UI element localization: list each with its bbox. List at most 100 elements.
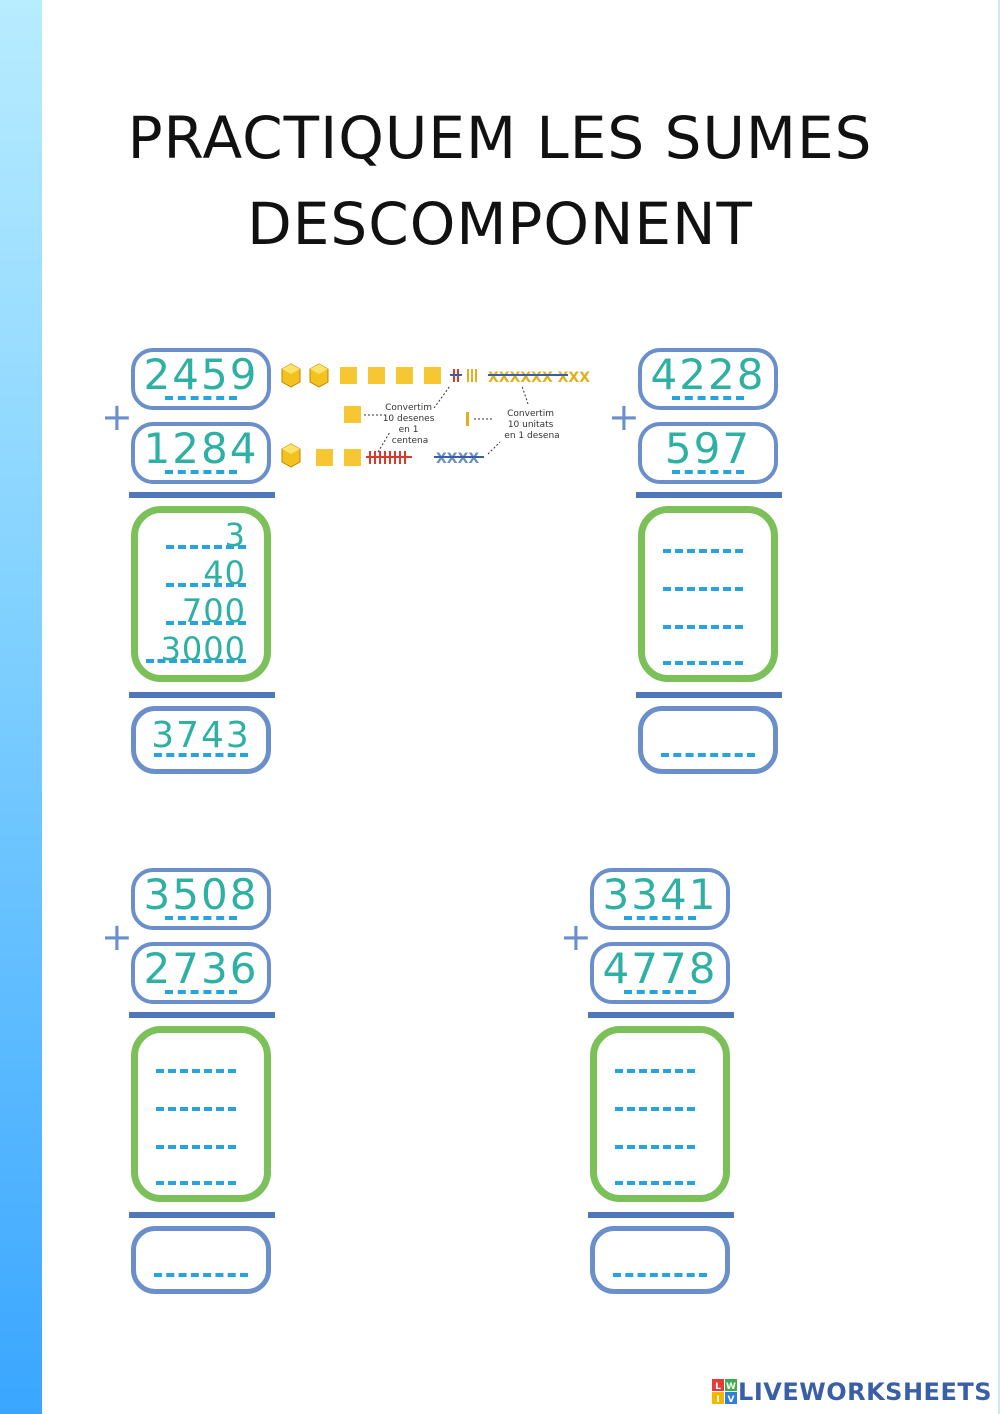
page-title-line2: DESCOMPONENT [247, 190, 753, 258]
answer-dashes [154, 753, 248, 757]
partial-row-tens[interactable] [615, 1085, 695, 1115]
rods-icon [366, 451, 412, 464]
addend-bottom-box: 2736 [131, 942, 271, 1004]
partials-box: 3 40 700 3000 [131, 506, 271, 682]
base-ten-illustration: XXXXXX XXX Convertim 10 desenes en 1 cen… [281, 363, 590, 468]
logo-blocks-icon: L W I V [712, 1379, 738, 1405]
flat-icon [424, 367, 441, 384]
answer-dashes [154, 1273, 248, 1277]
arrow-line [521, 385, 529, 405]
svg-text:I: I [716, 1395, 719, 1405]
addend-bottom-box: 1284 [131, 422, 271, 484]
partial-row-hundreds[interactable] [615, 1123, 695, 1153]
sum-line [636, 492, 782, 498]
note-convert-tens: Convertim 10 desenes en 1 centena [383, 403, 438, 446]
svg-text:L: L [715, 1382, 721, 1392]
result-value: 3743 [151, 715, 251, 756]
addend-top: 2459 [143, 350, 259, 399]
addend-top-box: 4228 [638, 348, 778, 410]
right-edge-line [998, 0, 1000, 1414]
sum-line [588, 1012, 734, 1018]
addend-bottom: 1284 [143, 424, 259, 473]
flat-icon [396, 367, 413, 384]
svg-text:W: W [726, 1382, 736, 1392]
sum-line [129, 1212, 275, 1218]
units-top: XXXXXX XXX [488, 370, 590, 386]
result-box[interactable] [590, 1226, 730, 1294]
addend-bottom: 2736 [143, 944, 259, 993]
left-sidebar-stripe [0, 0, 42, 1414]
flat-icon [368, 367, 385, 384]
addend-top: 3508 [143, 870, 259, 919]
answer-dashes [624, 990, 696, 994]
result-box[interactable] [131, 1226, 271, 1294]
arrow-line [377, 431, 391, 453]
addend-bottom: 597 [664, 424, 752, 473]
partial-row-tens[interactable] [663, 565, 743, 595]
addition-problem-4: 3341 + 4778 [560, 868, 740, 1308]
plus-sign: + [608, 395, 640, 439]
answer-dashes [672, 396, 744, 400]
plus-sign: + [560, 915, 592, 959]
rods-icon [450, 369, 462, 382]
partials-box [131, 1026, 271, 1202]
unit-rod-icon [466, 412, 469, 426]
svg-text:V: V [728, 1395, 735, 1405]
flat-icon [344, 449, 361, 466]
answer-dashes [672, 470, 744, 474]
partial-row-thousands[interactable]: 3000 [146, 633, 246, 667]
answer-dashes [165, 990, 237, 994]
logo-text: LIVEWORKSHEETS [738, 1378, 992, 1406]
partial-row-hundreds[interactable]: 700 [166, 595, 246, 629]
cube-icon [281, 443, 301, 468]
addend-bottom-box: 4778 [590, 942, 730, 1004]
partial-row-thousands[interactable] [615, 1159, 695, 1189]
addend-top: 4228 [650, 350, 766, 399]
answer-dashes [165, 916, 237, 920]
sum-line [129, 692, 275, 698]
partial-units: 3 [224, 516, 246, 554]
cube-icon [309, 363, 329, 388]
sum-line [129, 492, 275, 498]
answer-dashes [165, 470, 237, 474]
partial-row-thousands[interactable] [156, 1159, 236, 1189]
answer-dashes [624, 916, 696, 920]
partials-box [590, 1026, 730, 1202]
partial-row-units[interactable] [663, 527, 743, 557]
addend-top-box: 3508 [131, 868, 271, 930]
partial-row-units[interactable] [615, 1047, 695, 1077]
partial-row-tens[interactable] [156, 1085, 236, 1115]
answer-dashes [165, 396, 237, 400]
flat-icon [340, 367, 357, 384]
page-title-line1: PRACTIQUEM LES SUMES [127, 104, 873, 172]
addend-top-box: 3341 [590, 868, 730, 930]
partial-row-hundreds[interactable] [663, 603, 743, 633]
result-box[interactable]: 3743 [131, 706, 271, 774]
partial-thousands: 3000 [160, 630, 246, 668]
arrow-line [487, 441, 501, 455]
addition-problem-3: 3508 + 2736 [101, 868, 281, 1308]
partials-box [638, 506, 778, 682]
note-convert-units: Convertim 10 unitats en 1 desena [504, 409, 559, 441]
flat-icon [344, 406, 361, 423]
answer-dashes [661, 753, 755, 757]
addition-problem-2: 4228 + 597 [608, 348, 788, 788]
addend-top: 3341 [602, 870, 718, 919]
addend-bottom-box: 597 [638, 422, 778, 484]
addition-problem-1: 2459 + 1284 3 40 700 3000 3743 [101, 348, 281, 788]
rods-icon [467, 369, 477, 382]
partial-row-tens[interactable]: 40 [166, 557, 246, 591]
arrow-line [433, 385, 451, 409]
sum-line [588, 1212, 734, 1218]
partial-row-units[interactable]: 3 [166, 519, 246, 553]
partial-row-units[interactable] [156, 1047, 236, 1077]
units-bottom: XXXX [436, 451, 479, 467]
sum-line [129, 1012, 275, 1018]
partial-hundreds: 700 [181, 592, 246, 630]
cube-icon [281, 363, 301, 388]
partial-row-hundreds[interactable] [156, 1123, 236, 1153]
liveworksheets-logo: L W I V LIVEWORKSHEETS [712, 1376, 992, 1408]
partial-row-thousands[interactable] [663, 639, 743, 669]
result-box[interactable] [638, 706, 778, 774]
flat-icon [316, 449, 333, 466]
